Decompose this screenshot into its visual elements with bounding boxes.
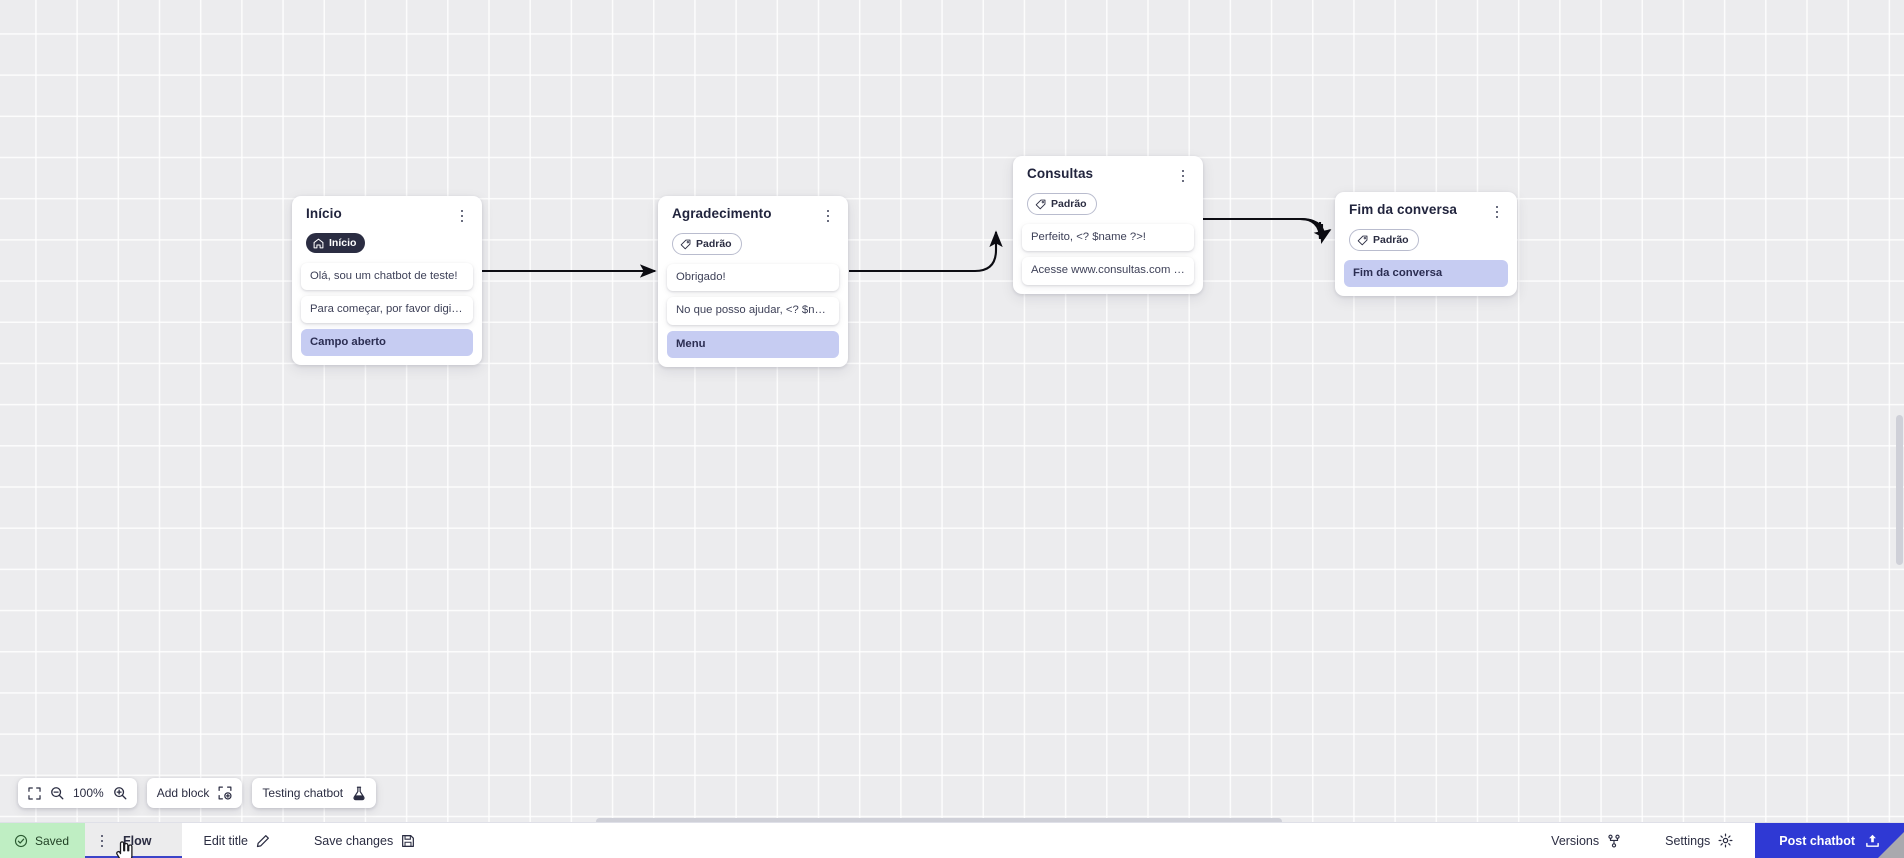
node-menu-icon[interactable] [821,207,835,225]
branch-icon [1608,834,1620,848]
edit-title-label: Edit title [203,833,248,848]
node-rows: Obrigado! No que posso ajudar, <? $name … [667,264,839,358]
node-rows: Olá, sou um chatbot de teste! Para começ… [301,262,473,357]
pencil-icon [256,834,269,847]
edit-title-button[interactable]: Edit title [182,823,292,858]
settings-button[interactable]: Settings [1643,823,1755,858]
flask-icon [352,786,366,801]
saved-label: Saved [35,833,70,848]
node-title: Consultas [1027,166,1094,181]
node-title: Início [306,206,342,221]
add-block-button[interactable]: Add block [146,778,243,808]
save-changes-button[interactable]: Save changes [292,823,437,858]
badge-label: Início [329,236,357,249]
bottom-toolbar: Saved Flow Edit title Save changes Versi… [0,822,1904,858]
node-row-action[interactable]: Menu [667,330,839,358]
badge-padrao[interactable]: Padrão [672,233,742,255]
node-title: Agradecimento [672,206,772,221]
node-header: Início [301,206,473,225]
status-badge-saved: Saved [0,823,86,858]
settings-label: Settings [1665,833,1711,848]
tab-flow[interactable]: Flow [85,823,182,858]
badge-padrao[interactable]: Padrão [1027,193,1097,215]
node-row-message[interactable]: Para começar, por favor digite o ... [301,295,473,324]
node-row-message[interactable]: Perfeito, <? $name ?>! [1022,224,1194,252]
flow-kebab-icon[interactable] [95,832,109,850]
tag-icon [680,239,691,249]
canvas-toolbar: 100% Add block Testing chatbot [18,778,377,808]
connector-agradecimento-consultas [849,230,1003,273]
window-resize-grip[interactable] [1878,832,1904,858]
vertical-scrollbar[interactable] [1896,415,1903,565]
versions-label: Versions [1551,833,1600,848]
node-row-message[interactable]: Obrigado! [667,264,839,292]
node-badge-row: Padrão [1022,185,1194,215]
badge-label: Padrão [1051,197,1087,210]
badge-label: Padrão [1373,233,1409,246]
zoom-out-icon[interactable] [50,786,64,800]
node-row-message[interactable]: Acesse www.consultas.com par... [1022,257,1194,285]
zoom-controls: 100% [18,778,137,808]
flow-node-agradecimento[interactable]: Agradecimento Padrão Obrigado! No que po… [658,196,848,367]
connector-consultas-fim [1202,217,1322,240]
connector-consultas-fim-curve [1299,217,1332,244]
tag-icon [1035,199,1046,209]
flow-node-consultas[interactable]: Consultas Padrão Perfeito, <? $name ?>! … [1013,156,1203,294]
node-row-action[interactable]: Campo aberto [301,329,473,357]
check-circle-icon [14,834,28,847]
zoom-level-label: 100% [73,786,104,800]
save-changes-label: Save changes [313,833,394,848]
versions-button[interactable]: Versions [1529,823,1643,858]
tab-flow-label: Flow [123,833,152,848]
bottombar-spacer [437,823,1529,858]
home-icon [313,238,324,248]
post-chatbot-label: Post chatbot [1779,833,1855,848]
badge-inicio[interactable]: Início [306,233,366,253]
node-header: Agradecimento [667,206,839,225]
flow-node-inicio[interactable]: Início Início Olá, sou um chatbot de tes… [292,196,482,366]
horizontal-scrollbar[interactable] [596,818,1282,825]
flow-connectors [481,217,1332,278]
node-badge-row: Padrão [667,225,839,255]
node-title: Fim da conversa [1349,202,1458,217]
add-block-label: Add block [156,786,210,800]
node-header: Consultas [1022,166,1194,185]
testing-chatbot-label: Testing chatbot [262,786,344,800]
node-badge-row: Padrão [1344,221,1508,251]
gear-icon [1718,833,1733,848]
save-disk-icon [402,834,415,847]
node-header: Fim da conversa [1344,202,1508,221]
node-row-message[interactable]: No que posso ajudar, <? $name ... [667,297,839,325]
zoom-in-icon[interactable] [113,786,127,800]
node-badge-row: Início [301,225,473,254]
flow-canvas[interactable]: Início Início Olá, sou um chatbot de tes… [0,0,1904,822]
testing-chatbot-button[interactable]: Testing chatbot [252,778,377,808]
flow-node-fim-da-conversa[interactable]: Fim da conversa Padrão Fim da conversa [1335,192,1517,297]
badge-label: Padrão [696,237,732,250]
node-rows: Fim da conversa [1344,260,1508,288]
node-row-message[interactable]: Olá, sou um chatbot de teste! [301,262,473,290]
tag-icon [1357,235,1368,245]
node-rows: Perfeito, <? $name ?>! Acesse www.consul… [1022,224,1194,285]
node-menu-icon[interactable] [1176,167,1190,185]
fit-screen-icon[interactable] [28,786,41,800]
connector-consultas-fim-tail [1202,217,1324,239]
badge-padrao[interactable]: Padrão [1349,229,1419,251]
node-menu-icon[interactable] [455,207,469,225]
node-row-action[interactable]: Fim da conversa [1344,260,1508,288]
add-block-icon [218,786,232,800]
node-menu-icon[interactable] [1490,203,1504,221]
